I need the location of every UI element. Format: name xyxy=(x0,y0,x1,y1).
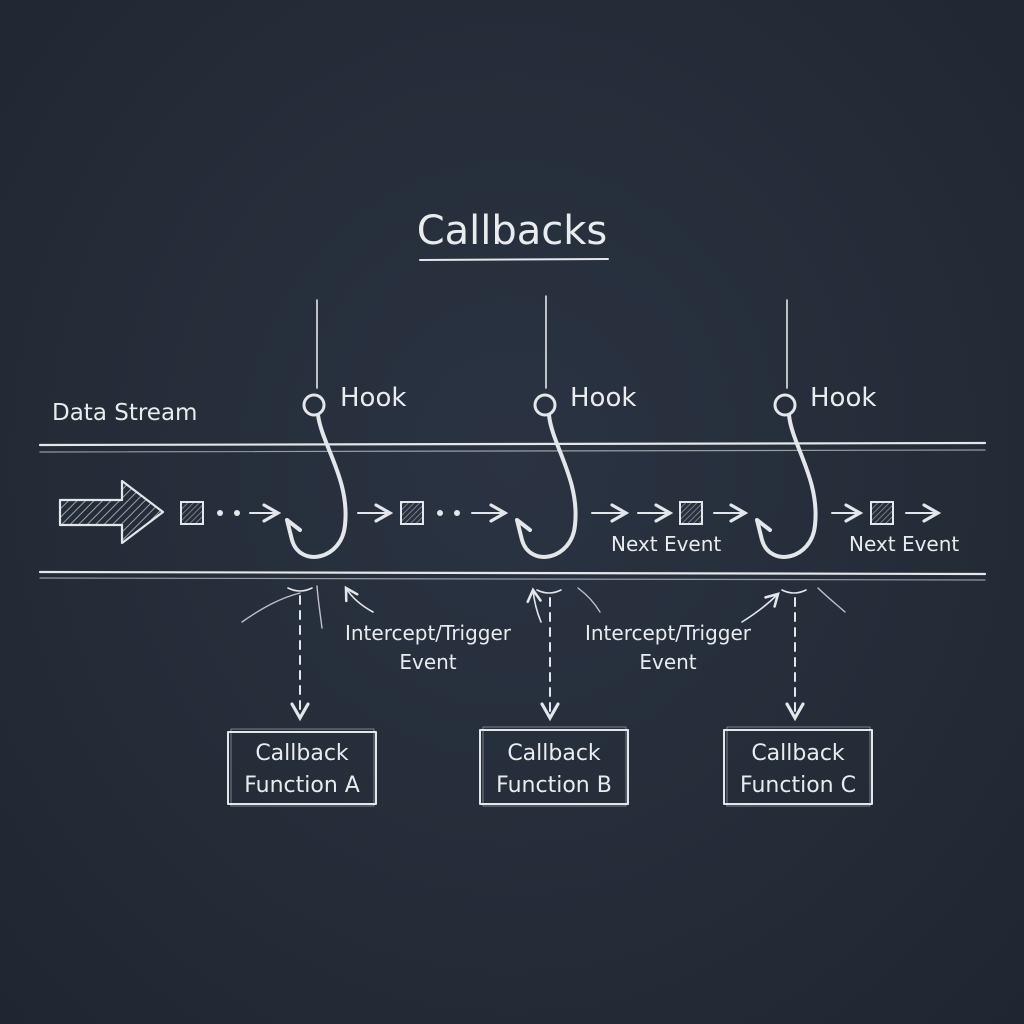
input-arrow-icon xyxy=(58,479,165,545)
intercept-label-1-line1: Intercept/Trigger xyxy=(345,621,512,645)
event-flow-4 xyxy=(831,501,942,525)
event-packet xyxy=(180,501,204,525)
event-packet xyxy=(400,501,424,525)
callback-a-line2: Function A xyxy=(244,773,360,798)
stream-label: Data Stream xyxy=(52,400,197,426)
event-packet xyxy=(679,501,703,525)
hook-label-2: Hook xyxy=(570,383,636,413)
event-flow-2 xyxy=(357,501,509,525)
callback-box-c: Callback Function C xyxy=(723,726,873,807)
title-underline xyxy=(419,258,609,261)
hook-label-1: Hook xyxy=(340,383,406,413)
hook-1 xyxy=(285,299,348,559)
callback-box-b: Callback Function B xyxy=(479,726,629,807)
hook-icon xyxy=(285,393,348,559)
intercept-pointers xyxy=(241,585,846,629)
event-flow-3 xyxy=(591,501,749,525)
next-event-label-2: Next Event xyxy=(849,532,959,556)
hook-icon xyxy=(755,393,818,559)
callback-b-line1: Callback xyxy=(507,741,601,766)
hook-3 xyxy=(755,299,818,559)
event-flow-1 xyxy=(180,501,282,525)
intercept-label-2-line2: Event xyxy=(639,650,696,674)
callback-a-line1: Callback xyxy=(255,741,349,766)
callback-c-line1: Callback xyxy=(751,741,845,766)
next-event-label-1: Next Event xyxy=(611,532,721,556)
hook-2 xyxy=(515,295,578,559)
stream-rails xyxy=(38,441,987,581)
diagram-title: Callbacks xyxy=(417,208,608,254)
hook-icon xyxy=(515,393,578,559)
callback-connectors xyxy=(287,587,807,722)
callback-b-line2: Function B xyxy=(496,773,612,798)
event-packet xyxy=(870,501,894,525)
callback-box-a: Callback Function A xyxy=(227,728,377,807)
hook-label-3: Hook xyxy=(810,383,876,413)
callback-c-line2: Function C xyxy=(740,773,856,798)
intercept-label-1-line2: Event xyxy=(399,650,456,674)
intercept-label-2-line1: Intercept/Trigger xyxy=(585,621,752,645)
